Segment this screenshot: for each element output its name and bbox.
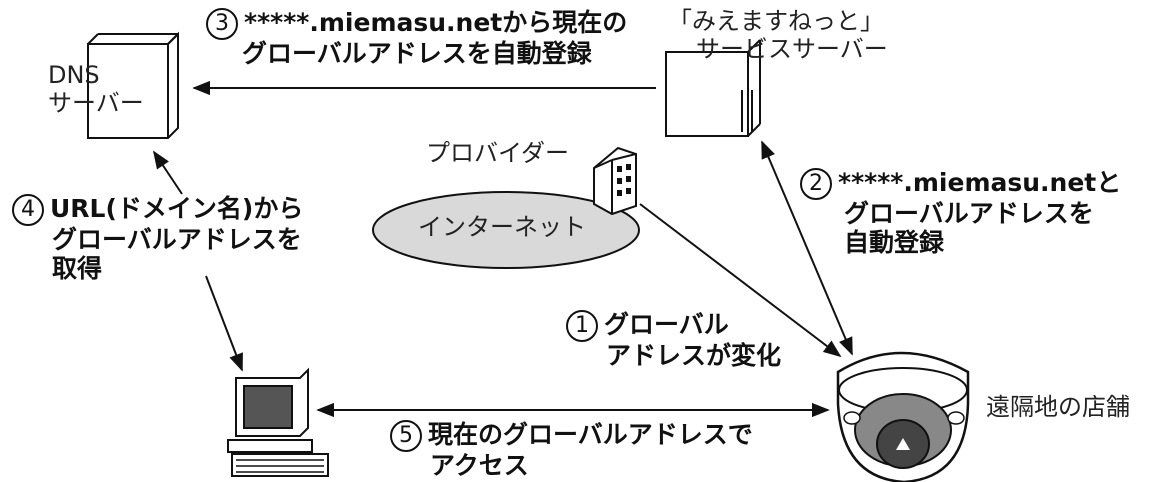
dns-server-icon (87, 31, 179, 139)
arrow-step-4 (153, 150, 183, 195)
dome-camera-icon (836, 351, 970, 482)
provider-label: プロバイダー (426, 139, 570, 167)
step-2-number: 2 (800, 168, 832, 200)
step-1-number: 1 (566, 310, 598, 342)
shop-label: 遠隔地の店舗 (986, 393, 1130, 421)
dns-server-label: DNS サーバー (48, 61, 144, 117)
internet-cloud (372, 191, 640, 269)
step-3-label: 3*****.miemasu.netから現在の グローバルアドレスを自動登録 (206, 8, 627, 69)
arrow-step-2 (761, 140, 853, 356)
step-4-number: 4 (12, 194, 44, 226)
step-3-number: 3 (206, 8, 238, 40)
step-2-label: 2*****.miemasu.netと グローバルアドレスを 自動登録 (800, 168, 1121, 258)
step-5-number: 5 (390, 420, 422, 452)
arrow-step-1 (639, 203, 842, 358)
service-server-label: 「みえますねっと」 サービスサーバー (668, 7, 888, 63)
pc-icon (227, 367, 329, 477)
arrow-step-4b (205, 275, 243, 372)
internet-label: インターネット (418, 213, 586, 241)
provider-building-icon (593, 146, 637, 216)
service-server-icon (665, 39, 761, 137)
